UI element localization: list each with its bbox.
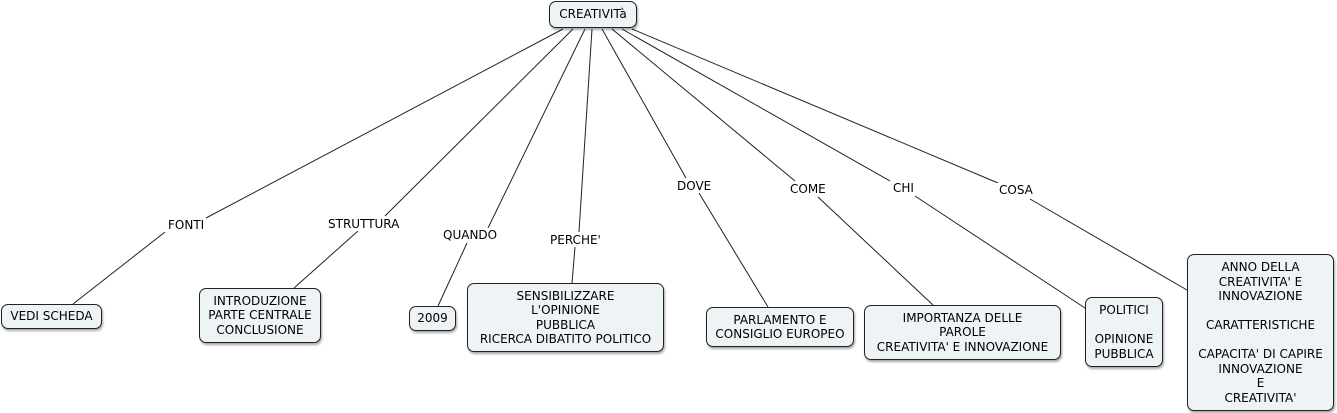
node-2009[interactable]: 2009 [409,306,456,331]
link-cosa-node [1029,198,1188,291]
link-root-cosa [631,28,999,184]
label-perche: PERCHE' [548,233,603,247]
node-cosa[interactable]: ANNO DELLA CREATIVITA' E INNOVAZIONE CAR… [1187,254,1334,411]
link-root-come [611,28,796,182]
label-struttura: STRUTTURA [326,217,402,231]
label-chi: CHI [891,181,916,195]
node-come[interactable]: IMPORTANZA DELLE PAROLE CREATIVITA' E IN… [864,305,1061,360]
link-quando-node [437,242,468,307]
node-chi[interactable]: POLITICI OPINIONE PUBBLICA [1085,297,1163,367]
link-chi-node [914,195,1089,311]
link-come-node [817,196,934,306]
label-fonti: FONTI [166,218,207,232]
link-root-chi [621,28,891,182]
link-root-perche [578,28,593,233]
link-dove-node [698,192,769,308]
node-struttura[interactable]: INTRODUZIONE PARTE CENTRALE CONCLUSIONE [199,288,321,343]
label-dove: DOVE [675,179,714,193]
label-cosa: COSA [997,183,1035,197]
node-vedi-scheda[interactable]: VEDI SCHEDA [1,304,102,329]
node-perche[interactable]: SENSIBILIZZARE L'OPINIONE PUBBLICA RICER… [467,283,664,352]
link-struttura-node [293,230,359,289]
label-come: COME [788,182,828,196]
root-node[interactable]: CREATIVITà [549,1,637,28]
link-root-struttura [384,28,574,217]
link-root-dove [601,28,687,179]
label-quando: QUANDO [441,228,500,242]
link-fonti-node [72,231,166,305]
link-root-quando [487,28,586,229]
link-root-fonti [205,28,564,219]
link-perche-node [571,246,576,284]
node-dove[interactable]: PARLAMENTO E CONSIGLIO EUROPEO [706,307,854,347]
